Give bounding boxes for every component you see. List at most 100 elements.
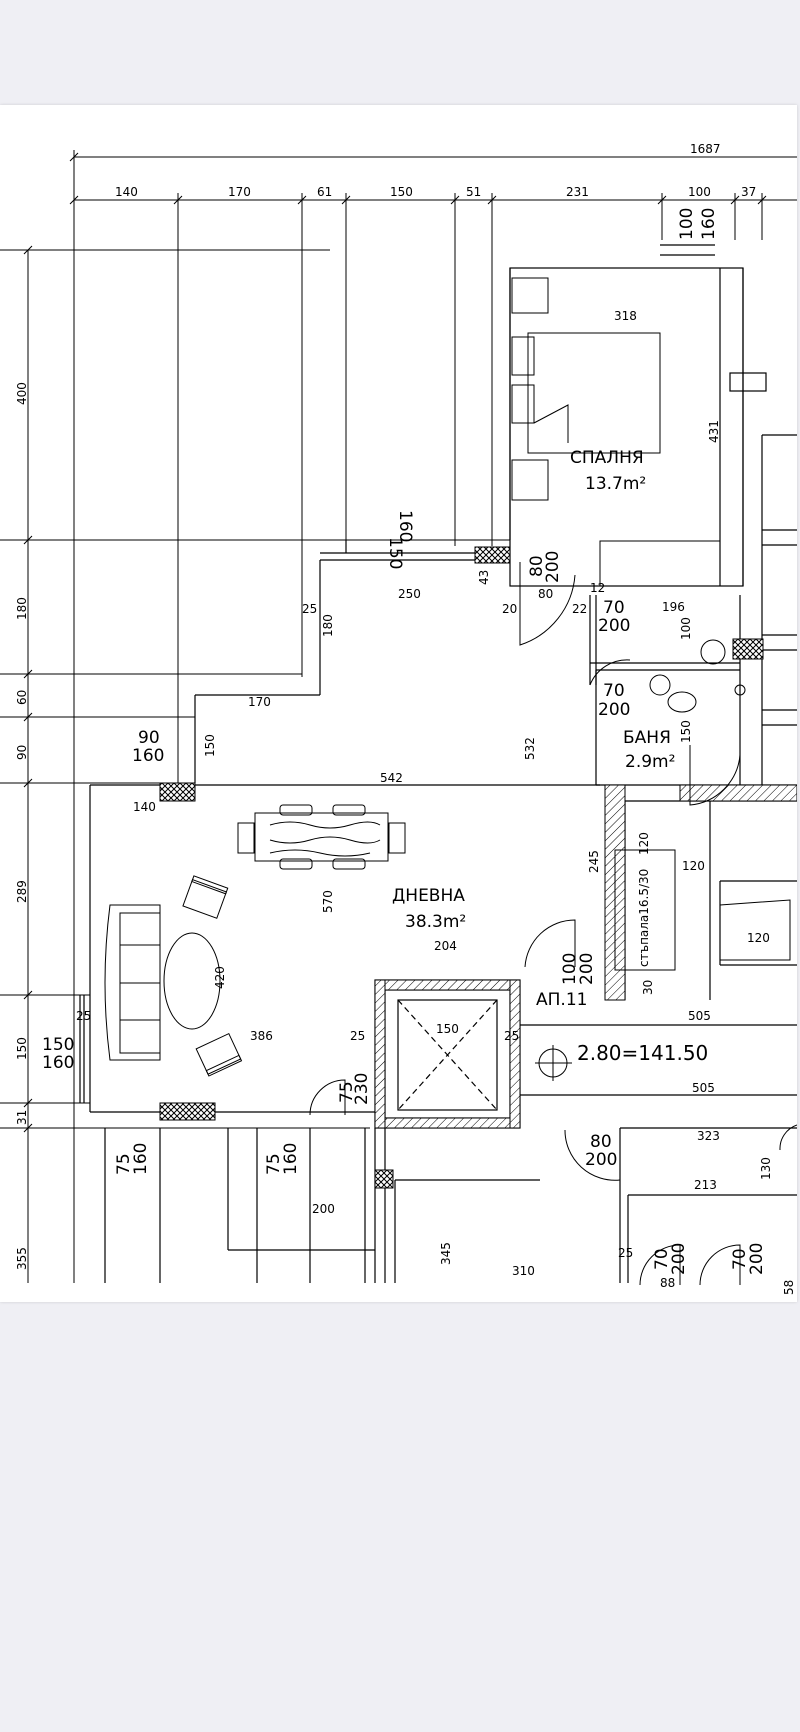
dim-label: 213 [694, 1178, 717, 1192]
window-width: 100 [677, 208, 697, 240]
door-swings [309, 562, 797, 1286]
window-width: 90 [138, 728, 160, 748]
door-height: 200 [598, 700, 630, 720]
inner-dimension-labels: 318 431 250 43 25 180 20 80 22 12 196 10… [76, 309, 796, 1295]
dim-label: 140 [133, 800, 156, 814]
stairs-label: стъпала16.5/30 [637, 869, 651, 967]
door-height: 230 [352, 1073, 372, 1105]
door-width: 75 [337, 1081, 357, 1103]
dim-label: 431 [707, 420, 721, 443]
dim-label: 532 [523, 737, 537, 760]
dim-total-width: 1687 [690, 142, 721, 156]
dim-top-231: 231 [566, 185, 589, 199]
dim-top-51: 51 [466, 185, 481, 199]
dim-label: 80 [538, 587, 553, 601]
door-height: 200 [598, 616, 630, 636]
window-height: 160 [131, 1143, 151, 1175]
dim-label: 150 [203, 734, 217, 757]
living-room-name: ДНЕВНА [392, 886, 465, 906]
window-height: 160 [281, 1143, 301, 1175]
door-height: 200 [669, 1243, 689, 1275]
bedroom-name: СПАЛНЯ [570, 448, 644, 468]
door-width: 70 [730, 1248, 750, 1270]
floor-plan-page: 1687 140 170 61 150 51 231 100 37 400 18… [0, 105, 797, 1302]
apartment-number: АП.11 [536, 990, 587, 1010]
opening-labels: 100 160 150 160 80 200 70 200 70 200 90 … [42, 208, 767, 1275]
dim-label: 200 [312, 1202, 335, 1216]
dim-label: 505 [692, 1081, 715, 1095]
door-height: 200 [585, 1150, 617, 1170]
dim-label: 12 [590, 581, 605, 595]
door-height: 200 [577, 953, 597, 985]
dim-label: 150 [679, 720, 693, 743]
dim-label: 25 [76, 1009, 91, 1023]
door-width: 100 [560, 953, 580, 985]
door-width: 70 [652, 1248, 672, 1270]
bathroom-area: 2.9m² [625, 752, 675, 772]
window-height: 160 [42, 1053, 74, 1073]
dim-left-31: 31 [15, 1110, 29, 1125]
dim-label: 542 [380, 771, 403, 785]
dim-top-37: 37 [741, 185, 756, 199]
furniture [104, 277, 791, 1077]
dim-left-180: 180 [15, 597, 29, 620]
dim-top-150: 150 [390, 185, 413, 199]
dim-label: 100 [679, 617, 693, 640]
top-dimension-labels: 1687 140 170 61 150 51 231 100 37 [115, 142, 756, 199]
dim-label: 323 [697, 1129, 720, 1143]
dim-left-90: 90 [15, 745, 29, 760]
door-width: 80 [527, 555, 547, 577]
dim-top-140: 140 [115, 185, 138, 199]
bathroom-name: БАНЯ [623, 728, 671, 748]
door-height: 200 [543, 551, 563, 583]
dim-label: 505 [688, 1009, 711, 1023]
bedroom-area: 13.7m² [585, 474, 646, 494]
dim-label: 58 [782, 1280, 796, 1295]
dim-top-100: 100 [688, 185, 711, 199]
floor-level-elevation: 2.80=141.50 [577, 1041, 708, 1065]
dim-label: 88 [660, 1276, 675, 1290]
dim-label: 130 [759, 1157, 773, 1180]
dim-top-61: 61 [317, 185, 332, 199]
dim-top-170: 170 [228, 185, 251, 199]
window-height: 160 [132, 746, 164, 766]
window-height: 160 [395, 510, 415, 542]
dim-label: 570 [321, 890, 335, 913]
dim-label: 43 [477, 570, 491, 585]
dim-label: 120 [682, 859, 705, 873]
dim-left-60: 60 [15, 690, 29, 705]
dim-left-289: 289 [15, 880, 29, 903]
level-marker [535, 1045, 572, 1081]
door-width: 80 [590, 1132, 612, 1152]
dim-label: 25 [618, 1246, 633, 1260]
dim-left-150: 150 [15, 1037, 29, 1060]
dim-label: 25 [350, 1029, 365, 1043]
dim-label: 22 [572, 602, 587, 616]
dim-label: 245 [587, 850, 601, 873]
dim-label: 345 [439, 1242, 453, 1265]
dim-label: 25 [504, 1029, 519, 1043]
dim-label: 170 [248, 695, 271, 709]
dim-label: 20 [502, 602, 517, 616]
dim-label: 30 [641, 980, 655, 995]
window-height: 160 [699, 208, 719, 240]
dim-label: 150 [436, 1022, 459, 1036]
dim-label: 310 [512, 1264, 535, 1278]
dim-label: 386 [250, 1029, 273, 1043]
dim-label: 25 [302, 602, 317, 616]
dim-label: 420 [213, 966, 227, 989]
living-room-area: 38.3m² [405, 912, 466, 932]
dim-label: 196 [662, 600, 685, 614]
hatched-columns [159, 546, 797, 1189]
room-labels: СПАЛНЯ 13.7m² БАНЯ 2.9m² ДНЕВНА 38.3m² А… [392, 448, 708, 1065]
dim-label: 120 [747, 931, 770, 945]
dim-label: 180 [321, 614, 335, 637]
dim-left-355: 355 [15, 1247, 29, 1270]
dim-label: 120 [637, 832, 651, 855]
door-width: 70 [603, 681, 625, 701]
left-dimension-labels: 400 180 60 90 289 150 31 355 [15, 382, 29, 1270]
door-height: 200 [747, 1243, 767, 1275]
dim-label: 204 [434, 939, 457, 953]
dim-label: 250 [398, 587, 421, 601]
